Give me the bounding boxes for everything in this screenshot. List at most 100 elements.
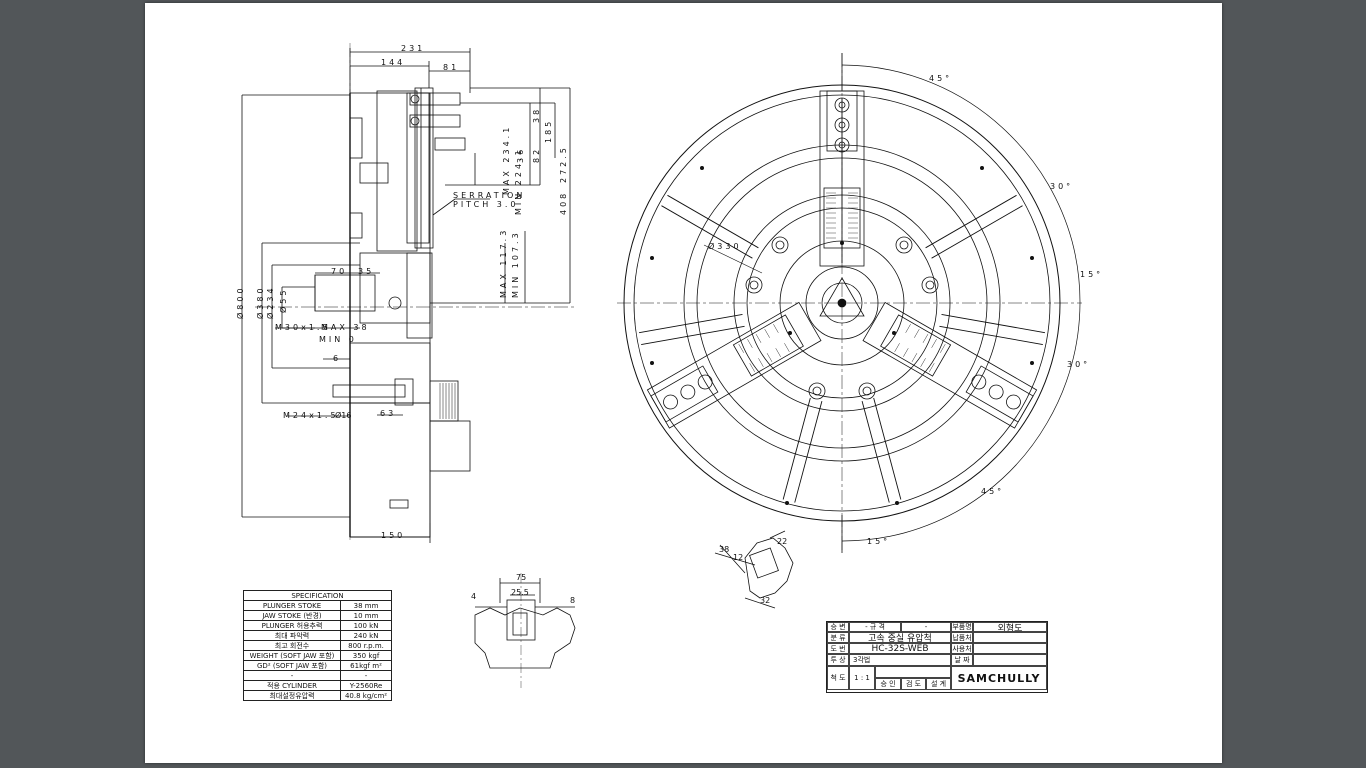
tb-r5-c1: 척 도 [827, 666, 849, 690]
dim-dia55: Ø55 [279, 287, 288, 313]
dim-max-234: MAX 234.1 [502, 124, 511, 195]
spec-label: PLUNGER 허용추력 [242, 620, 342, 631]
dim-min-107: MIN 107.3 [511, 230, 520, 298]
angle-15-right: 15° [1080, 270, 1104, 279]
spec-value: 350 kgf [340, 650, 392, 661]
detail-dim-25: 25.5 [511, 588, 529, 597]
dim-dia16: Ø16 [335, 411, 352, 420]
technical-drawing [241, 43, 1082, 688]
detail-dim-75: 75 [516, 573, 527, 582]
label-pitch: PITCH 3.0 [453, 200, 519, 209]
dim-min-0: MIN 0 [319, 335, 357, 344]
dim-63: 63 [380, 409, 397, 418]
spec-value: Y-2560Re [340, 680, 392, 691]
tb-r5-blank [875, 666, 951, 678]
dim-38: 38 [532, 106, 541, 123]
spec-value: 38 mm [340, 600, 392, 611]
tb-r5-c4: 검 도 [901, 678, 926, 690]
detail-jaw-section [474, 573, 576, 688]
dim-408: 408 [559, 190, 568, 215]
drawing-sheet: 231 144 81 150 63 6 70 35 M30x1.5 MAX 38… [145, 3, 1222, 763]
spec-label: GD² (SOFT JAW 포함) [242, 660, 342, 671]
left-jaw [646, 301, 822, 429]
thread-m30: M30x1.5 [275, 323, 331, 332]
spec-value: 10 mm [340, 610, 392, 621]
tb-r1-c2: - 규 격 [849, 622, 901, 632]
dim-35: 35 [358, 267, 375, 276]
tb-r4-c3: 날 짜 [951, 654, 973, 666]
spec-value: 40.8 kg/cm² [340, 690, 392, 701]
spec-label: 최대 파악력 [242, 630, 342, 641]
spec-row: WEIGHT (SOFT JAW 포함)350 kgf [242, 650, 392, 661]
right-jaw [862, 301, 1038, 429]
tb-r4-blank [973, 654, 1047, 666]
spec-value: 240 kN [340, 630, 392, 641]
spec-value: 800 r.p.m. [340, 640, 392, 651]
tb-r2-blank [973, 632, 1047, 643]
title-block: 승 변 - 규 격 - 부품명 외형도 분 류 고속 중실 유압척 납품처 도 … [826, 621, 1048, 693]
dim-6: 6 [333, 354, 339, 363]
detail-dim-8: 8 [570, 596, 576, 605]
detail-dim-4: 4 [471, 592, 477, 601]
tb-r4-c2: 3각법 [849, 654, 951, 666]
logo-text: SAMCHULLY [957, 671, 1041, 685]
dim-dia800: Ø800 [236, 285, 245, 319]
front-view [617, 53, 1082, 553]
tb-r2-c1: 분 류 [827, 632, 849, 643]
spec-label: JAW STOKE (반경) [242, 610, 342, 621]
tb-r3-c1: 도 번 [827, 643, 849, 654]
dim-dia330: Ø330 [708, 242, 742, 251]
spec-row: JAW STOKE (반경)10 mm [242, 610, 392, 621]
tb-r2-c2: 고속 중실 유압척 [849, 632, 951, 643]
dim-150: 150 [381, 531, 406, 540]
tb-r1-c5: 외형도 [973, 622, 1047, 632]
spec-value: - [340, 670, 392, 681]
dim-272: 272.5 [559, 145, 568, 183]
dim-dia234: Ø234 [266, 285, 275, 319]
company-logo: SAMCHULLY [951, 666, 1047, 690]
tb-r1-c3: - [901, 622, 951, 632]
label-serration: SERRATION [453, 191, 526, 200]
angle-45-top: 45° [929, 74, 953, 83]
spec-label: 최고 회전수 [242, 640, 342, 651]
detail-dim-38: 38 [719, 545, 730, 554]
dim-36: 36 [516, 146, 525, 163]
spec-value: 61kgf m² [340, 660, 392, 671]
spec-label: WEIGHT (SOFT JAW 포함) [242, 650, 342, 661]
spec-label: PLUNGER STOKE [242, 600, 342, 611]
tb-r3-c2: HC-32S-WEB [849, 643, 951, 654]
angle-30-top: 30° [1050, 182, 1074, 191]
angle-15-bottom: 15° [867, 537, 891, 546]
tb-r3-c3: 사용처 [951, 643, 973, 654]
angle-45-bottom: 45° [981, 487, 1005, 496]
dim-82: 82 [532, 146, 541, 163]
tb-r1-c1: 승 변 [827, 622, 849, 632]
tb-r5-c5: 설 계 [926, 678, 951, 690]
side-view [241, 43, 575, 543]
dim-70: 70 [331, 267, 348, 276]
angle-30-bottom: 30° [1067, 360, 1091, 369]
detail-serration [714, 530, 794, 609]
spec-row: GD² (SOFT JAW 포함)61kgf m² [242, 660, 392, 671]
dim-144: 144 [381, 58, 406, 67]
dim-81: 81 [443, 63, 460, 72]
dim-231: 231 [401, 44, 426, 53]
dim-max-38: MAX 38 [321, 323, 370, 332]
tb-r3-blank [973, 643, 1047, 654]
spec-title: SPECIFICATION [243, 590, 392, 601]
tb-r4-c1: 투 상 [827, 654, 849, 666]
spec-label: 적용 CYLINDER [242, 680, 342, 691]
spec-label: 최대설정유압력 [242, 690, 342, 701]
detail-dim-22: 22 [777, 537, 788, 546]
tb-r1-c4: 부품명 [951, 622, 973, 632]
tb-r2-c3: 납품처 [951, 632, 973, 643]
tb-r5-c2: 1 : 1 [849, 666, 875, 690]
